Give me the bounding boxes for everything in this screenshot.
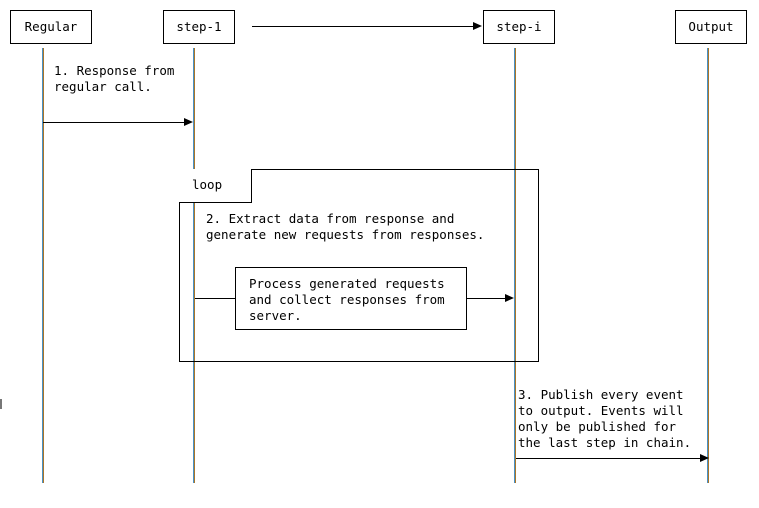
message-1-line: [43, 122, 185, 123]
message-chain-line: [252, 26, 474, 27]
message-3-arrowhead: [700, 454, 709, 462]
message-2-arrowhead: [505, 294, 514, 302]
participant-regular[interactable]: Regular: [10, 10, 92, 44]
process-note-box: Process generated requests and collect r…: [235, 267, 467, 330]
message-3-line: [516, 458, 701, 459]
lifeline-step-i: [514, 48, 516, 483]
participant-step-1-label: step-1: [176, 18, 222, 34]
lifeline-regular: [42, 48, 44, 483]
message-3-label: 3. Publish every event to output. Events…: [518, 387, 692, 450]
message-2-line-left: [195, 298, 236, 299]
participant-step-i[interactable]: step-i: [483, 10, 555, 44]
message-chain-arrowhead: [473, 22, 482, 30]
edge-artifact-mark: [0, 399, 2, 409]
loop-fragment-operator: loop: [179, 169, 252, 203]
lifeline-output: [707, 48, 709, 483]
participant-regular-label: Regular: [24, 18, 78, 34]
loop-fragment-operator-label: loop: [192, 177, 223, 193]
participant-step-i-label: step-i: [496, 18, 542, 34]
participant-output[interactable]: Output: [675, 10, 747, 44]
loop-fragment: [179, 169, 539, 362]
message-1-arrowhead: [184, 118, 193, 126]
participant-output-label: Output: [688, 18, 734, 34]
lifeline-step-1: [193, 48, 195, 483]
message-1-label: 1. Response from regular call.: [54, 63, 175, 94]
participant-step-1[interactable]: step-1: [163, 10, 235, 44]
loop-fragment-body-text: 2. Extract data from response and genera…: [206, 211, 485, 242]
message-2-line-right: [467, 298, 506, 299]
